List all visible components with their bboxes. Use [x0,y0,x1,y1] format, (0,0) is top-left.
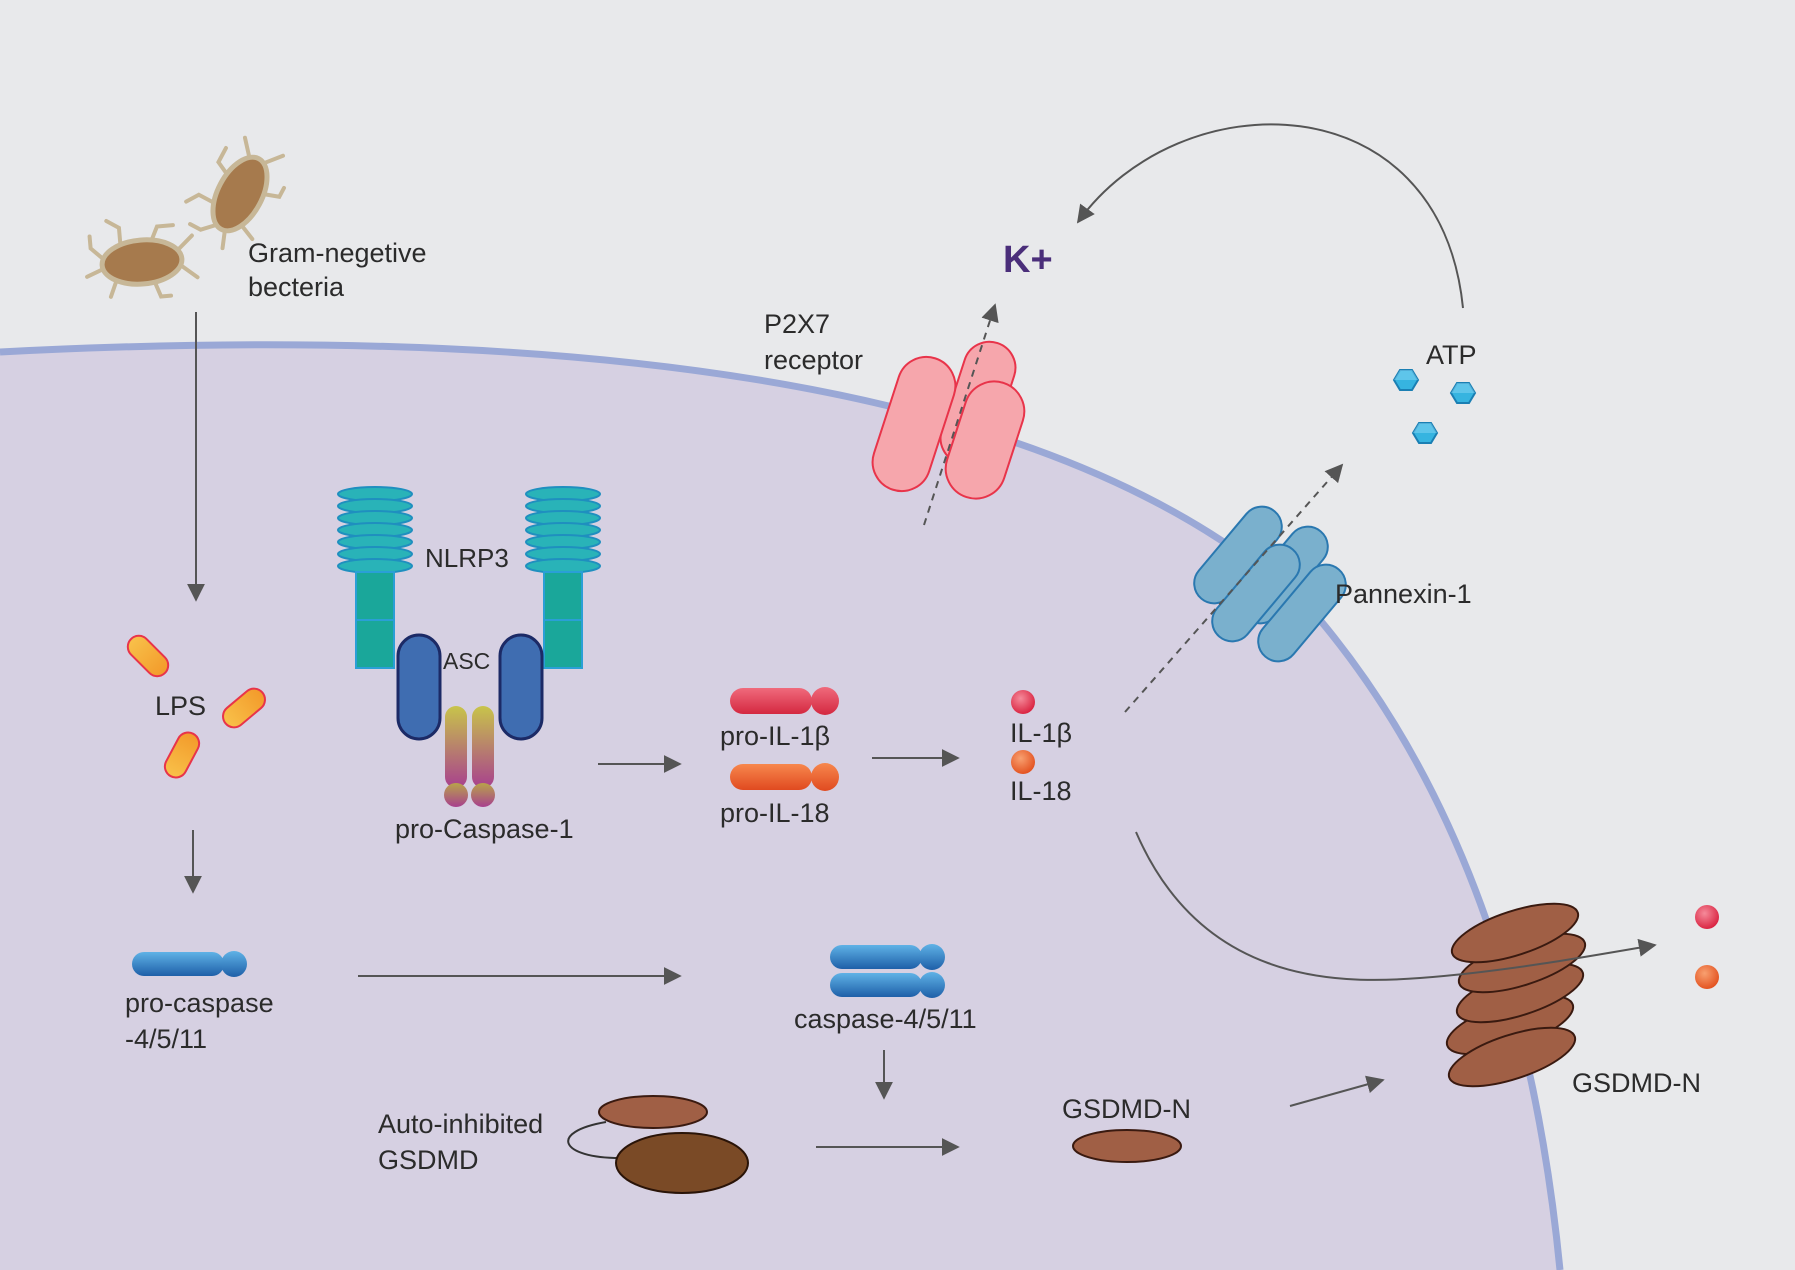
gsdmd-n-pore-label: GSDMD-N [1572,1068,1701,1098]
il-release-arrow [1124,463,1344,713]
asc-right [498,633,544,741]
atp-molecule [1393,369,1419,391]
k-plus-label: K+ [1003,239,1053,281]
pro-il-18-label: pro-IL-18 [720,798,830,828]
atp-molecule [1450,382,1476,404]
il-1b-dot [1011,690,1035,714]
pro-caspase-1-right [472,706,494,788]
gsdmd-n-to-pore-arrow [1289,1075,1385,1107]
pro-il-1b-label: pro-IL-1β [720,721,830,751]
pannexin-1-channel [1193,505,1347,663]
bacteria-label: Gram-negetive becteria [248,238,434,302]
asc-left [396,633,442,741]
atp-molecule [1412,422,1438,444]
gsdmd-n-domain [598,1095,708,1129]
gsdmd-c-domain [615,1132,749,1194]
atp-label: ATP [1426,340,1477,370]
gsdmd-n-label: GSDMD-N [1062,1094,1191,1124]
caspase-4-5-11-molecule [830,944,945,998]
pro-caspase-4-5-11-label: pro-caspase -4/5/11 [125,988,281,1054]
nlrp3-right-rings [525,486,601,574]
nlrp3-left-rings [337,486,413,574]
asc-label: ASC [443,648,490,674]
bacterium-1 [85,218,200,299]
il-1b-released-dot [1695,905,1719,929]
auto-inhibited-gsdmd-label: Auto-inhibited GSDMD [378,1109,551,1175]
pro-caspase-1-left [445,706,467,788]
lps-molecules [126,634,266,779]
p2x7-receptor-label: P2X7 receptor [764,309,863,375]
il-through-pore-arrow [1135,831,1657,981]
caspase-4-5-11-label: caspase-4/5/11 [794,1004,977,1034]
nlrp3-label: NLRP3 [425,543,509,573]
pro-il-18-molecule [730,763,839,791]
p2x7-receptor [871,340,1026,500]
lps-label: LPS [155,691,206,721]
nlrp3-inflammasome [337,486,601,807]
pro-caspase-4-5-11-molecule [132,951,247,977]
pro-il-1b-molecule [730,687,839,715]
pannexin-1-label: Pannexin-1 [1335,579,1472,609]
gsdmd-n-pore [1445,902,1587,1088]
bacterium-2 [184,135,286,251]
il-18-dot [1011,750,1035,774]
il-1b-label: IL-1β [1010,718,1072,748]
il-18-released-dot [1695,965,1719,989]
il-18-label: IL-18 [1010,776,1072,806]
gsdmd-n-fragment [1072,1129,1182,1163]
gsdmd-linker [567,1121,621,1159]
atp-to-k-arrow [1076,123,1464,309]
pro-caspase-1-label: pro-Caspase-1 [395,814,574,844]
